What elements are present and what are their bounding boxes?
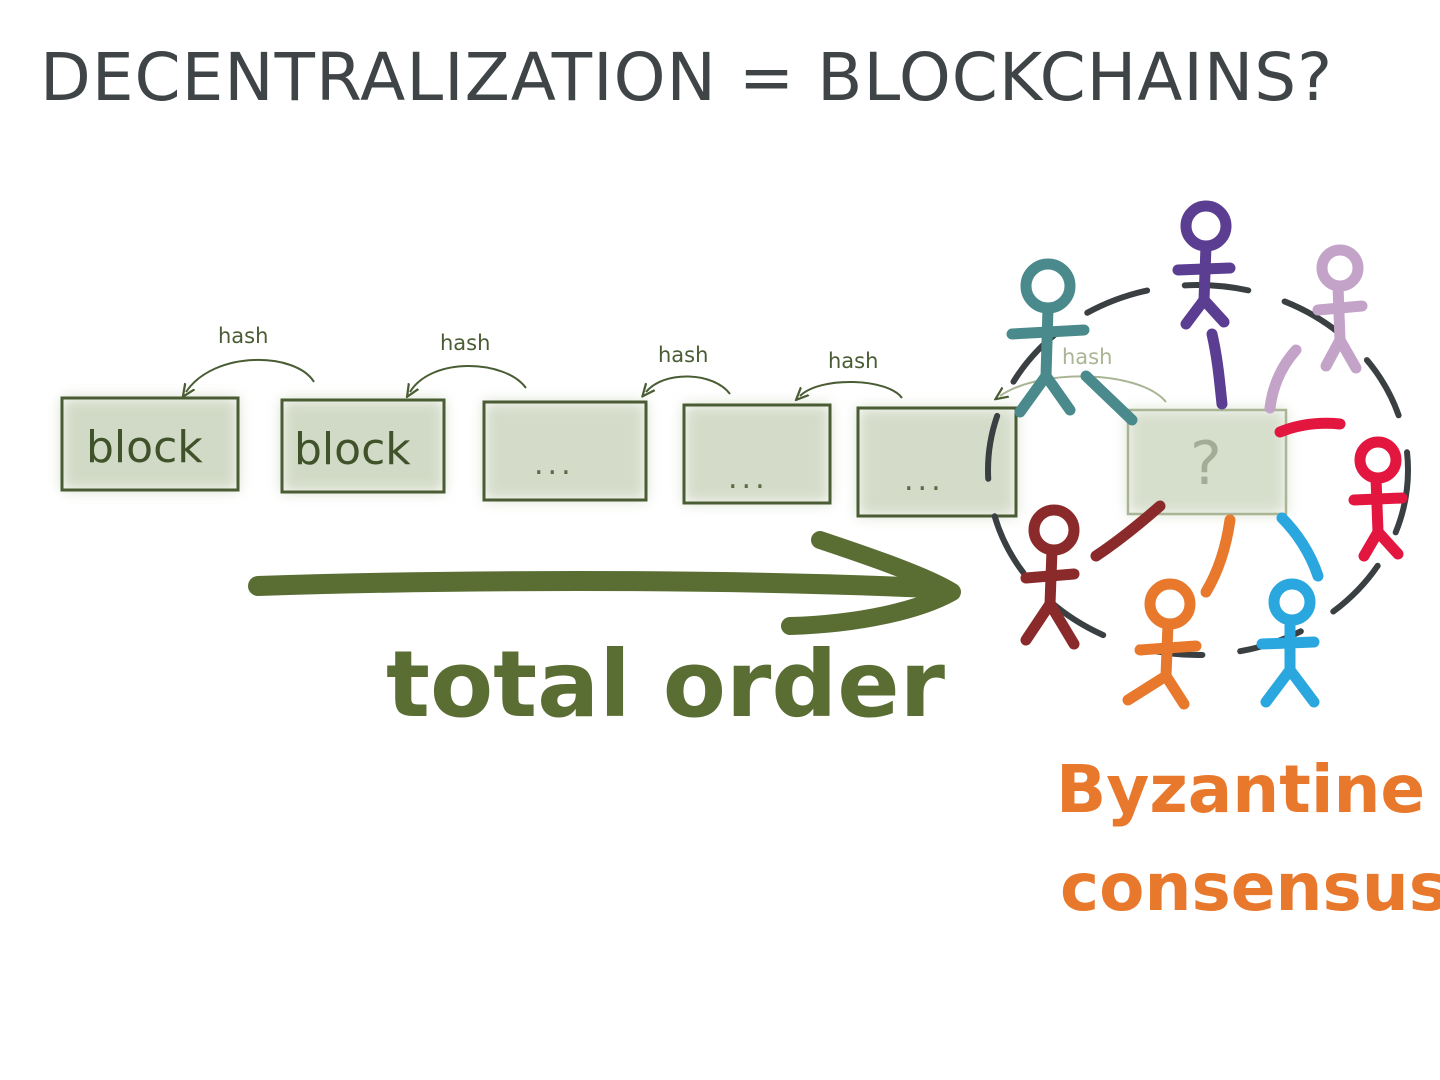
- block-chain: block block ... ... ... ?: [60, 396, 1288, 518]
- hash-label: hash: [658, 343, 708, 367]
- hash-label: hash: [828, 349, 878, 373]
- hash-arrow: [646, 375, 731, 394]
- hash-arrow: [186, 358, 315, 392]
- hash-label: hash: [218, 324, 268, 348]
- consensus-label-line1: Byzantine: [1056, 751, 1425, 828]
- chain-block: block: [60, 396, 240, 492]
- hash-arrow: [800, 380, 903, 398]
- block-label: ...: [904, 463, 945, 498]
- page-title: DECENTRALIZATION = BLOCKCHAINS?: [40, 39, 1333, 116]
- block-label: ...: [534, 447, 575, 482]
- consensus-circle: [985, 282, 1411, 658]
- participants: [1006, 200, 1408, 710]
- participant-figure: [1020, 500, 1166, 650]
- total-order-label: total order: [386, 631, 946, 738]
- participant-figure: [1172, 200, 1236, 410]
- hash-label: hash: [1062, 345, 1112, 369]
- chain-block: ...: [482, 400, 648, 502]
- participant-figure: [1122, 514, 1236, 710]
- pending-block-label: ?: [1190, 429, 1222, 499]
- block-label: block: [294, 424, 411, 475]
- participant-figure: [1006, 258, 1138, 426]
- chain-block: ...: [682, 403, 832, 505]
- participant-figure: [1264, 244, 1368, 414]
- participant-figure: [1256, 512, 1324, 708]
- chain-block: ...: [856, 406, 1018, 518]
- block-label: block: [86, 422, 203, 473]
- block-label: ...: [728, 461, 769, 496]
- participant-figure: [1274, 417, 1408, 562]
- total-order-arrow: [248, 531, 961, 635]
- hash-label: hash: [440, 331, 490, 355]
- chain-block: block: [280, 398, 446, 494]
- hash-arrow: [410, 365, 527, 392]
- pending-block: ?: [1126, 408, 1288, 516]
- consensus-label-line2: consensus: [1060, 849, 1440, 926]
